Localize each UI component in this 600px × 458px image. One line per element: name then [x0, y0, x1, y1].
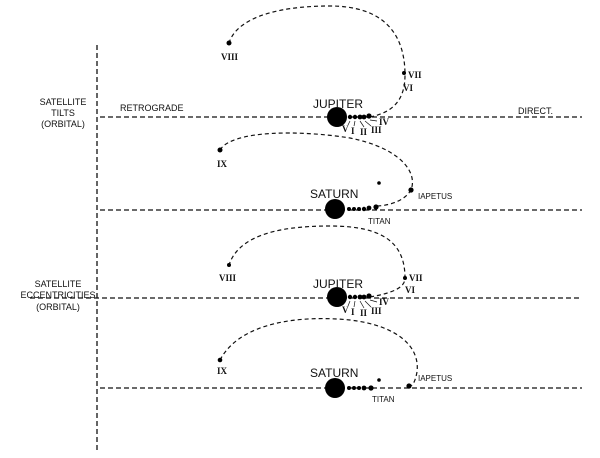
moon-viii-label-2: VIII [219, 273, 237, 283]
saturn-label-2: SATURN [310, 366, 358, 380]
moon-ii-label: II [360, 127, 368, 137]
jupiter-eccentricity-orbit-curve [228, 225, 406, 298]
moon-ix-label: IX [217, 159, 228, 169]
moon-vii-dot-2 [403, 276, 407, 280]
moon-ii-label-2: II [360, 308, 368, 318]
moon-vii-label-2: VII [409, 273, 423, 283]
moon-ix-label-2: IX [217, 366, 228, 376]
saturn-label: SATURN [310, 187, 358, 201]
moon-i-label: I [351, 126, 355, 136]
jupiter-inner-moons-2 [347, 293, 372, 300]
titan-label-2: TITAN [372, 395, 395, 404]
moon-viii-label: VIII [221, 52, 239, 62]
moon-iv-label: IV [379, 117, 390, 127]
eccentricities-label-3: (ORBITAL) [36, 302, 80, 312]
moon-iii-label-2: III [371, 306, 382, 316]
jupiter-label-2: JUPITER [313, 277, 363, 291]
moon-v-label-2: V [342, 305, 349, 315]
iapetus-dot-2 [406, 383, 412, 389]
moon-iii-label: III [371, 125, 382, 135]
tilts-label-1: SATELLITE [40, 97, 87, 107]
jupiter-label: JUPITER [313, 97, 363, 111]
moon-ix-dot-2 [217, 357, 223, 363]
iapetus-dot [408, 187, 414, 193]
jupiter-body-2 [327, 287, 347, 307]
saturn-tilt-orbit-curve [219, 132, 413, 207]
saturn-inner-moons [347, 181, 381, 212]
saturn-body-2 [325, 378, 345, 398]
moon-vii-dot [402, 71, 406, 75]
eccentricities-label-2: ECCENTRICITIES [20, 290, 95, 300]
direct-label: DIRECT. [518, 106, 553, 116]
moon-iv-label-2: IV [379, 297, 390, 307]
moon-v-label: V [342, 124, 349, 134]
jupiter-tilt-orbit-curve [228, 5, 406, 118]
moon-vi-label: VI [403, 83, 413, 93]
saturn-body [325, 199, 345, 219]
tilts-label-3: (ORBITAL) [41, 119, 85, 129]
eccentricities-label-1: SATELLITE [35, 279, 82, 289]
moon-ix-dot [217, 147, 223, 153]
moon-viii-dot-2 [227, 263, 231, 267]
jupiter-inner-moons [347, 113, 372, 120]
saturn-inner-moons-2 [347, 378, 381, 391]
moon-pointer-lines-2 [347, 299, 378, 309]
tilts-label-2: TILTS [51, 108, 75, 118]
moon-vii-label: VII [408, 70, 422, 80]
moon-vi-label-2: VI [405, 285, 415, 295]
iapetus-label: IAPETUS [418, 192, 452, 201]
saturn-eccentricity-orbit-curve [219, 318, 418, 387]
moon-pointer-lines [347, 119, 378, 128]
retrograde-label: RETROGRADE [120, 103, 184, 113]
titan-label: TITAN [368, 217, 391, 226]
iapetus-label-2: IAPETUS [418, 374, 452, 383]
moon-i-label-2: I [351, 307, 355, 317]
jupiter-body [327, 107, 347, 127]
moon-viii-dot [226, 40, 232, 46]
